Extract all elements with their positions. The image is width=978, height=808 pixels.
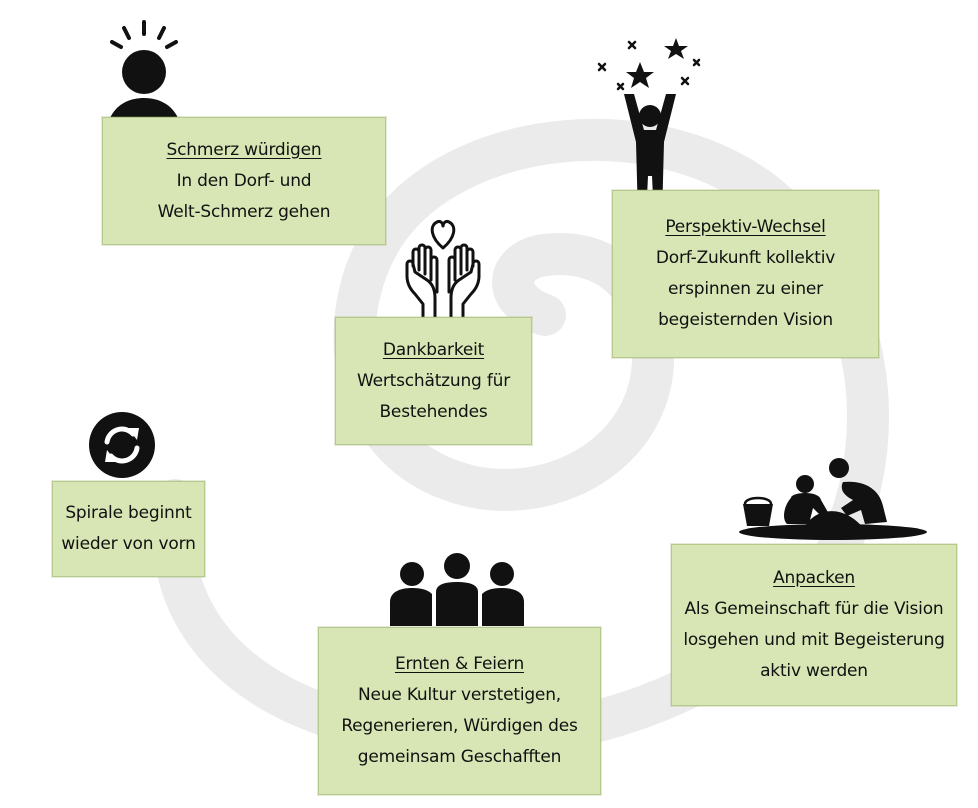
children-sandbox-icon	[733, 458, 927, 540]
step-text: In den Dorf- und Welt-Schmerz gehen	[157, 170, 331, 222]
step-text: Neue Kultur verstetigen, Regenerieren, W…	[341, 685, 578, 767]
step-title: Anpacken	[773, 568, 855, 588]
person-stars-icon	[596, 36, 706, 218]
heart-hands-icon	[393, 218, 493, 322]
step-text: Als Gemeinschaft für die Vision losgehen…	[683, 599, 945, 681]
step-text: Wertschätzung für Bestehendes	[356, 370, 510, 422]
step-title: Dankbarkeit	[382, 339, 485, 360]
step-card-perspektiv: Perspektiv-Wechsel Dorf-Zukunft kollekti…	[612, 190, 879, 358]
step-title: Perspektiv-Wechsel	[665, 217, 826, 237]
step-title: Ernten & Feiern	[394, 654, 525, 674]
group-embrace-icon	[386, 552, 528, 626]
step-text: Spirale beginnt wieder von vorn	[61, 503, 196, 554]
step-card-anpacken: Anpacken Als Gemeinschaft für die Vision…	[671, 544, 957, 706]
step-card-dankbarkeit: Dankbarkeit Wertschätzung für Bestehende…	[335, 317, 532, 445]
step-card-spirale: Spirale beginnt wieder von vorn	[52, 481, 205, 577]
step-title: Schmerz würdigen	[166, 139, 322, 160]
refresh-icon	[87, 410, 157, 480]
step-card-ernten: Ernten & Feiern Neue Kultur verstetigen,…	[318, 627, 601, 795]
step-card-schmerz: Schmerz würdigen In den Dorf- und Welt-S…	[102, 117, 386, 245]
step-text: Dorf-Zukunft kollektiv erspinnen zu eine…	[655, 248, 836, 330]
